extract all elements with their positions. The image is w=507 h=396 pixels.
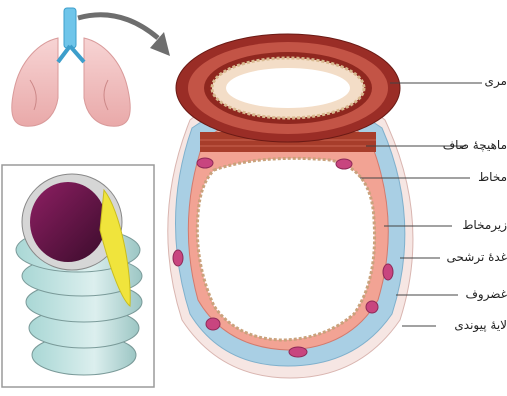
label-esophagus: مری bbox=[485, 74, 507, 88]
label-connective-layer: لایهٔ پیوندی bbox=[454, 318, 507, 332]
label-mucosa: مخاط bbox=[478, 170, 507, 184]
cross-section bbox=[168, 34, 413, 378]
trachea-inset bbox=[2, 165, 154, 387]
label-submucosa: زیرمخاط bbox=[462, 218, 507, 232]
label-smooth-muscle: ماهیچهٔ صاف bbox=[443, 138, 507, 152]
lungs-illustration bbox=[12, 8, 131, 126]
label-cartilage: غضروف bbox=[465, 287, 507, 301]
label-secretory-gland: غدهٔ ترشحی bbox=[447, 250, 507, 264]
